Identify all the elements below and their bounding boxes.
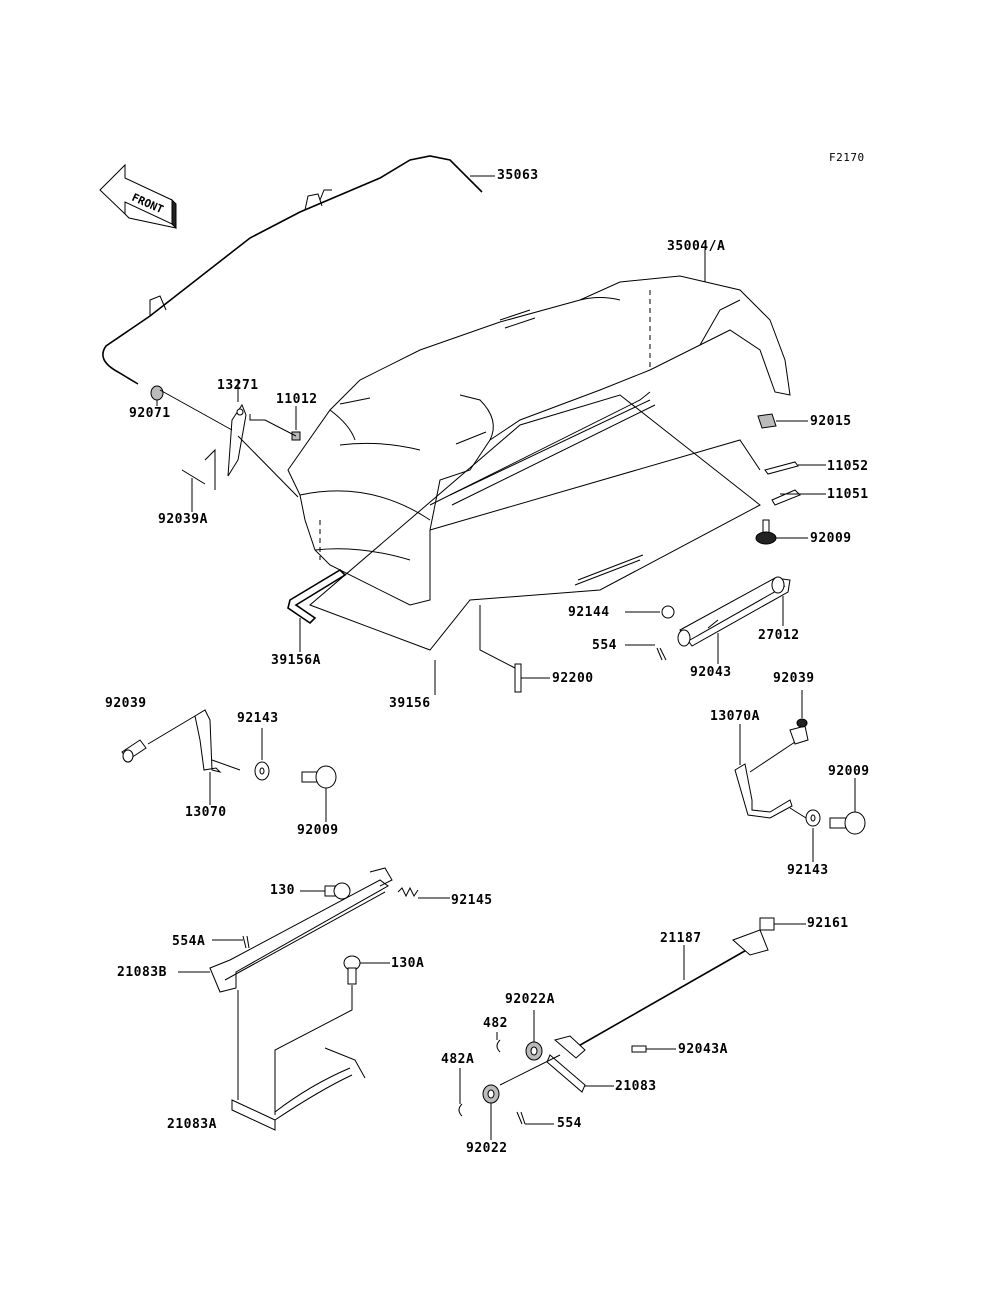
callout-21083B: 21083B xyxy=(117,965,167,980)
part-92039-screw-b xyxy=(789,718,809,745)
callout-21083A: 21083A xyxy=(167,1117,217,1132)
part-92015-clip xyxy=(757,413,777,429)
part-21083B-lever xyxy=(209,867,393,993)
callout-92043: 92043 xyxy=(690,665,732,680)
part-21083A-bracket xyxy=(231,1047,366,1131)
callout-92071: 92071 xyxy=(129,406,171,421)
part-482-clip xyxy=(496,1039,501,1053)
part-130A-bolt xyxy=(343,955,361,985)
part-39156A-rail xyxy=(287,568,347,625)
callout-92200: 92200 xyxy=(552,671,594,686)
callout-92039-a: 92039 xyxy=(105,696,147,711)
leader-lines xyxy=(147,175,856,1140)
part-92145-spring xyxy=(397,886,419,898)
callout-92039A: 92039A xyxy=(158,512,208,527)
front-arrow-icon: FRONT xyxy=(99,163,177,230)
part-21083-lever xyxy=(546,1035,586,1093)
part-39156-floor-pad xyxy=(309,391,761,651)
callout-11051: 11051 xyxy=(827,487,869,502)
part-13271-bracket xyxy=(227,403,247,477)
callout-27012: 27012 xyxy=(758,628,800,643)
part-13070A-hinge xyxy=(734,763,793,819)
part-130-bolt xyxy=(324,882,351,900)
part-92009-bolt-c xyxy=(829,811,866,835)
part-92143-washer-a xyxy=(254,761,270,781)
figure-code: F2170 xyxy=(829,151,865,164)
callout-92144: 92144 xyxy=(568,605,610,620)
callout-92043A: 92043A xyxy=(678,1042,728,1057)
part-13070-hinge xyxy=(194,709,241,773)
part-92143-washer-b xyxy=(805,809,821,827)
callout-130: 130 xyxy=(270,883,295,898)
part-92022-washer xyxy=(482,1084,500,1104)
callout-92143-a: 92143 xyxy=(237,711,279,726)
part-35063-rod xyxy=(102,155,483,385)
part-92144-spring xyxy=(661,605,675,619)
callout-13070: 13070 xyxy=(185,805,227,820)
part-554-pin-a xyxy=(656,647,667,661)
part-92009-bolt-b xyxy=(301,765,337,789)
callout-11012: 11012 xyxy=(276,392,318,407)
callout-13070A: 13070A xyxy=(710,709,760,724)
part-92022A-washer xyxy=(525,1041,543,1061)
callout-130A: 130A xyxy=(391,956,425,971)
part-554A-pin xyxy=(242,935,250,949)
callout-482A: 482A xyxy=(441,1052,475,1067)
part-11051-plate xyxy=(771,489,801,506)
callout-21083: 21083 xyxy=(615,1079,657,1094)
part-92043A-pin xyxy=(631,1045,647,1053)
part-11052-strip xyxy=(764,461,799,475)
callout-92009-a: 92009 xyxy=(810,531,852,546)
callout-11052: 11052 xyxy=(827,459,869,474)
part-35004A-cover xyxy=(287,275,791,606)
part-92043-pin xyxy=(707,619,719,629)
callout-92009-b: 92009 xyxy=(297,823,339,838)
callout-13271: 13271 xyxy=(217,378,259,393)
callout-39156A: 39156A xyxy=(271,653,321,668)
part-92039A-screw xyxy=(181,448,216,490)
callout-21187: 21187 xyxy=(660,931,702,946)
part-92039-screw-a xyxy=(121,739,147,763)
part-21187-rod xyxy=(574,929,769,1049)
callout-35004A: 35004/A xyxy=(667,239,726,254)
callout-92015: 92015 xyxy=(810,414,852,429)
callout-92145: 92145 xyxy=(451,893,493,908)
callout-554-b: 554 xyxy=(557,1116,582,1131)
part-92009-bolt-a xyxy=(755,519,777,545)
part-92161-clip xyxy=(759,917,775,931)
part-92200 xyxy=(514,663,522,693)
part-482A-clip xyxy=(458,1103,463,1117)
callout-92009-c: 92009 xyxy=(828,764,870,779)
callout-92039-b: 92039 xyxy=(773,671,815,686)
callout-554-a: 554 xyxy=(592,638,617,653)
callout-92143-b: 92143 xyxy=(787,863,829,878)
part-92071 xyxy=(150,385,164,401)
part-554-pin-b xyxy=(516,1111,526,1125)
callout-39156: 39156 xyxy=(389,696,431,711)
callout-554A: 554A xyxy=(172,934,206,949)
callout-92022A: 92022A xyxy=(505,992,555,1007)
callout-92161: 92161 xyxy=(807,916,849,931)
callout-35063: 35063 xyxy=(497,168,539,183)
callout-92022: 92022 xyxy=(466,1141,508,1156)
part-27012-latch xyxy=(677,576,791,647)
callout-482: 482 xyxy=(483,1016,508,1031)
